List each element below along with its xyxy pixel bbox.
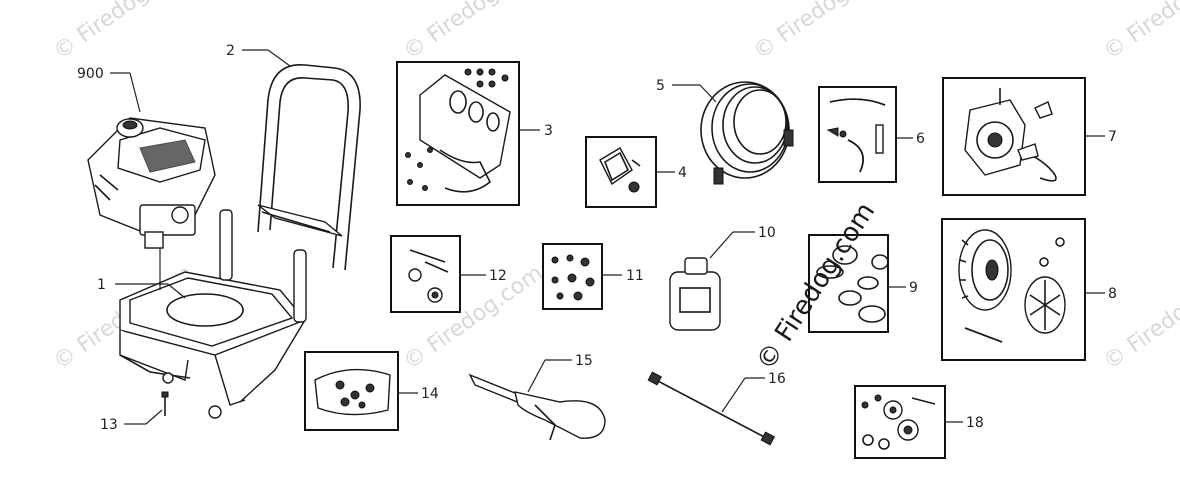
callout-12: 12	[489, 268, 507, 284]
callout-leader	[129, 72, 141, 113]
engine-part	[87, 117, 216, 249]
callout-15: 15	[575, 353, 593, 369]
part-box-12	[390, 235, 461, 313]
callout-leader	[527, 359, 546, 393]
callout-900: 900	[77, 66, 104, 82]
hose-part	[700, 81, 794, 185]
part-box-9	[808, 234, 889, 333]
callout-6: 6	[916, 131, 925, 147]
hardware-dots	[405, 68, 509, 191]
callout-16: 16	[768, 371, 786, 387]
callout-3: 3	[544, 123, 553, 139]
fasteners-part	[551, 254, 595, 301]
bearings-part	[861, 394, 936, 450]
hardware-bag-part	[314, 368, 391, 416]
callout-leader	[721, 377, 746, 413]
callout-11: 11	[626, 268, 644, 284]
lance-part	[647, 371, 775, 446]
bracket-part	[599, 147, 641, 193]
bolt-part	[161, 391, 169, 416]
callout-leader	[267, 49, 291, 67]
callout-4: 4	[678, 165, 687, 181]
callout-8: 8	[1108, 286, 1117, 302]
pump-part	[964, 88, 1057, 182]
o-rings-part	[816, 245, 889, 323]
watermark: © Firedog.com	[49, 0, 197, 65]
wheel-kit-part	[958, 229, 1066, 343]
callout-13: 13	[100, 417, 118, 433]
watermark: © Firedog.com	[399, 261, 547, 375]
callout-leader	[699, 84, 717, 103]
callout-leader	[145, 409, 163, 425]
spray-gun-part	[468, 373, 606, 441]
part-box-11	[542, 243, 603, 310]
callout-2: 2	[226, 43, 235, 59]
watermark: © Firedog.com	[1099, 261, 1180, 375]
callout-7: 7	[1108, 129, 1117, 145]
callout-leader	[167, 283, 186, 299]
part-box-3	[396, 61, 520, 206]
part-box-8	[941, 218, 1086, 361]
part-box-6	[818, 86, 897, 183]
part-box-14	[304, 351, 399, 431]
fittings-part	[826, 98, 886, 173]
bottle-part	[669, 257, 721, 331]
bolts-knobs-part	[408, 249, 449, 303]
callout-1: 1	[97, 277, 106, 293]
callout-9: 9	[909, 280, 918, 296]
callout-18: 18	[966, 415, 984, 431]
panel-kit-part	[405, 68, 511, 193]
part-box-18	[854, 385, 946, 459]
frame-part	[119, 209, 307, 419]
handle-part	[257, 64, 361, 271]
watermark: © Firedog.com	[749, 0, 897, 65]
watermark: © Firedog.com	[1099, 0, 1180, 65]
callout-5: 5	[656, 78, 665, 94]
watermark: © Firedog.com	[399, 0, 547, 65]
callout-10: 10	[758, 225, 776, 241]
callout-14: 14	[421, 386, 439, 402]
callout-leader	[709, 231, 734, 259]
